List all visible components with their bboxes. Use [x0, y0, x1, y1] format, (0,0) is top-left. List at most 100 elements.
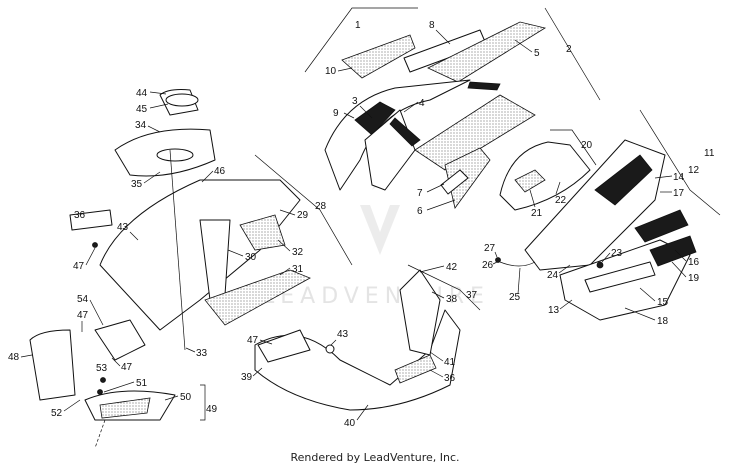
callout-11: 11	[704, 148, 715, 159]
watermark: LEADVENTURE	[262, 180, 490, 309]
callout-21: 21	[531, 208, 543, 219]
callout-28: 28	[315, 201, 327, 212]
decal-large	[414, 94, 536, 171]
callout-45: 45	[136, 104, 148, 115]
belly-pan-assembly	[254, 269, 461, 411]
clip-5	[467, 81, 501, 91]
mirror-glass-21	[514, 169, 546, 193]
decal-36a	[69, 209, 113, 231]
callout-1: 1	[355, 20, 361, 31]
fastener-47a	[92, 242, 98, 248]
windshield-assembly	[495, 139, 697, 321]
callout-9: 9	[333, 108, 339, 119]
bracket-group-49	[200, 384, 206, 421]
side-skirt-38	[399, 269, 441, 356]
callout-39: 39	[241, 372, 253, 383]
side-panel-assembly	[69, 89, 311, 351]
hood-vent-3	[354, 101, 396, 136]
callout-43b: 43	[337, 329, 349, 340]
callout-30: 30	[245, 252, 257, 263]
callout-13: 13	[548, 305, 560, 316]
bracket-group-28	[254, 154, 353, 266]
cable-25	[499, 261, 536, 267]
windshield-stripe	[594, 154, 653, 206]
callout-27: 27	[484, 243, 496, 254]
callout-15: 15	[657, 297, 669, 308]
callout-23: 23	[611, 248, 623, 259]
leader-dashed	[94, 419, 106, 449]
callout-34: 34	[135, 120, 147, 131]
callout-49: 49	[206, 404, 218, 415]
callout-48: 48	[8, 352, 20, 363]
decal-10	[341, 34, 416, 79]
panel-5	[427, 21, 547, 83]
callout-22: 22	[555, 195, 567, 206]
decal-31	[204, 269, 311, 326]
skid-pad	[99, 397, 151, 419]
group-brackets	[200, 7, 721, 421]
watermark-text: LEADVENTURE	[262, 284, 490, 309]
callout-47a: 47	[73, 261, 85, 272]
bracket-group-37	[407, 264, 481, 311]
callout-7: 7	[417, 188, 423, 199]
callout-31: 31	[292, 264, 304, 275]
callout-51: 51	[136, 378, 148, 389]
callout-46: 46	[214, 166, 226, 177]
callout-35: 35	[131, 179, 143, 190]
callout-36a: 36	[74, 210, 86, 221]
callout-10: 10	[325, 66, 337, 77]
rod-33	[169, 149, 186, 351]
callout-53: 53	[96, 363, 108, 374]
belly-pan-40	[254, 309, 461, 411]
plug-43	[325, 344, 335, 354]
callout-47c: 47	[121, 362, 133, 373]
panel-48	[29, 329, 76, 401]
callout-52: 52	[51, 408, 63, 419]
callout-41: 41	[444, 357, 456, 368]
callout-36b: 36	[444, 373, 456, 384]
callout-17: 17	[673, 188, 685, 199]
callout-3: 3	[352, 96, 358, 107]
piece-7	[440, 169, 469, 195]
callout-2: 2	[566, 44, 572, 55]
callout-14: 14	[673, 172, 685, 183]
callout-50: 50	[180, 392, 192, 403]
decal-32	[239, 214, 286, 251]
fastener-23	[596, 261, 604, 269]
decal-36b	[394, 354, 437, 384]
bracket-group-1	[304, 7, 418, 73]
callout-16: 16	[688, 257, 700, 268]
vent-19	[649, 235, 697, 267]
fastener-53	[100, 377, 106, 383]
bracket-group-2	[544, 7, 601, 101]
callout-47d: 47	[247, 335, 259, 346]
fastener-51	[97, 389, 103, 395]
callout-24: 24	[547, 270, 559, 281]
callout-12: 12	[688, 165, 700, 176]
callout-42: 42	[446, 262, 458, 273]
callout-5: 5	[534, 48, 540, 59]
callout-18: 18	[657, 316, 669, 327]
callout-26: 26	[482, 260, 494, 271]
bracket-54	[94, 319, 146, 361]
callout-37: 37	[466, 290, 478, 301]
callout-32: 32	[292, 247, 304, 258]
duct-hole	[156, 148, 194, 162]
callout-43a: 43	[117, 222, 129, 233]
callout-20: 20	[581, 140, 593, 151]
callout-44: 44	[136, 88, 148, 99]
callout-4: 4	[419, 98, 425, 109]
callout-labels: 1 2 3 4 5 6 7 8 9 10 11 12 13 14 15 16 1…	[8, 20, 715, 429]
vent-16	[634, 209, 689, 243]
bracket-39	[257, 329, 311, 363]
callout-29: 29	[297, 210, 309, 221]
callout-8: 8	[429, 20, 435, 31]
callout-6: 6	[417, 206, 423, 217]
callout-47b: 47	[77, 310, 89, 321]
front-lower-assembly	[29, 319, 176, 449]
hood-slot	[389, 117, 421, 147]
callout-54: 54	[77, 294, 89, 305]
callout-40: 40	[344, 418, 356, 429]
grille-15	[584, 261, 656, 293]
